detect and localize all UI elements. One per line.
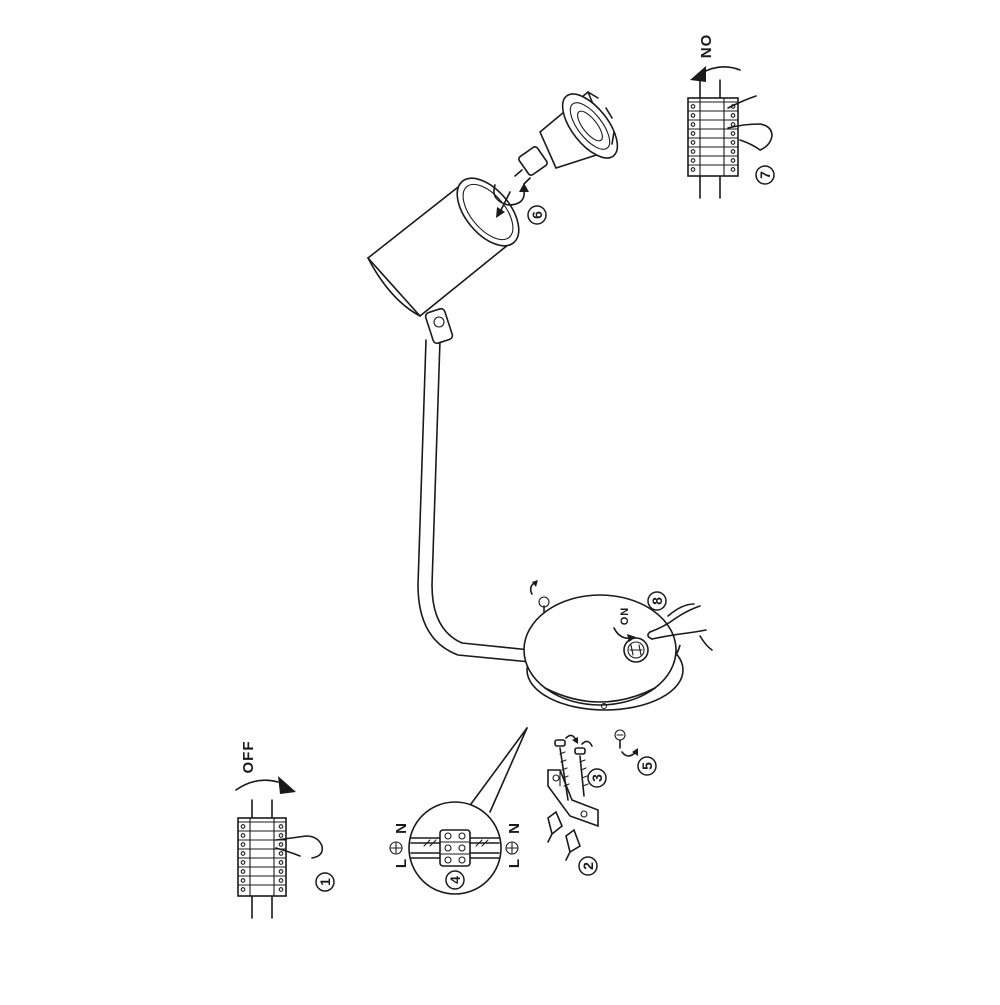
breaker-screw bbox=[690, 122, 696, 127]
step-2-number: 2 bbox=[580, 862, 596, 870]
breaker-screw bbox=[730, 158, 736, 163]
terminal-block-detail bbox=[408, 801, 502, 895]
switch-on-arrow-icon bbox=[613, 627, 636, 642]
breaker-screw bbox=[278, 878, 284, 883]
hand-pressing-icon bbox=[647, 603, 713, 651]
breaker-screw bbox=[240, 860, 246, 865]
step-8-number: 8 bbox=[649, 597, 665, 605]
breaker-screw bbox=[690, 167, 696, 172]
step-7-number: 7 bbox=[757, 171, 773, 179]
earth-ground-icon-right bbox=[505, 841, 519, 855]
breaker-screw bbox=[278, 851, 284, 856]
rotate-arrow-icon bbox=[493, 183, 529, 218]
earth-ground-icon bbox=[389, 841, 403, 855]
step-2: 2 bbox=[578, 856, 598, 876]
switch-on-label: ON bbox=[619, 607, 631, 626]
breaker-panel-icon bbox=[237, 799, 324, 919]
shade-joint bbox=[424, 307, 454, 345]
breaker-screw bbox=[278, 869, 284, 874]
step-1-number: 1 bbox=[317, 878, 333, 886]
breaker-screw bbox=[240, 878, 246, 883]
callout-pointer bbox=[467, 727, 528, 813]
wall-plug-icon bbox=[547, 810, 581, 861]
cap-screw-icon bbox=[529, 580, 550, 613]
breaker-screw bbox=[240, 833, 246, 838]
breaker-screw bbox=[240, 887, 246, 892]
breaker-panel-on-icon bbox=[687, 79, 773, 199]
live-label-left: L bbox=[393, 858, 410, 868]
breaker-screw bbox=[278, 860, 284, 865]
wall-base-plate bbox=[523, 594, 684, 711]
breaker-screw bbox=[730, 140, 736, 145]
breaker-screw bbox=[690, 131, 696, 136]
step-1: 1 bbox=[315, 872, 335, 892]
step-5: 5 bbox=[637, 756, 657, 776]
neutral-label-right: N bbox=[506, 822, 523, 834]
breaker-screw bbox=[690, 113, 696, 118]
off-arrow-icon bbox=[235, 776, 296, 794]
step-4: 4 bbox=[445, 870, 465, 890]
breaker-screw bbox=[240, 824, 246, 829]
breaker-screw bbox=[730, 167, 736, 172]
step-3-number: 3 bbox=[589, 774, 605, 782]
breaker-screw bbox=[730, 131, 736, 136]
breaker-screw bbox=[240, 851, 246, 856]
lamp-shade bbox=[366, 177, 520, 318]
breaker-screw bbox=[278, 842, 284, 847]
breaker-screw bbox=[690, 140, 696, 145]
breaker-screw bbox=[278, 833, 284, 838]
breaker-screw bbox=[240, 869, 246, 874]
live-label-right: L bbox=[506, 858, 523, 868]
step-7: 7 bbox=[755, 165, 775, 185]
breaker-on-label: ON bbox=[697, 35, 714, 60]
lamp-arm bbox=[417, 339, 531, 663]
screw-icon bbox=[554, 734, 593, 801]
breaker-screw bbox=[278, 824, 284, 829]
on-arrow-icon bbox=[690, 66, 741, 82]
neutral-label-left: N bbox=[393, 822, 410, 834]
breaker-screw bbox=[730, 149, 736, 154]
fixing-screw-icon bbox=[614, 729, 638, 757]
breaker-screw bbox=[278, 887, 284, 892]
gu10-bulb-icon bbox=[514, 90, 619, 185]
breaker-screw bbox=[690, 149, 696, 154]
breaker-off-label: OFF bbox=[240, 741, 257, 774]
step-5-number: 5 bbox=[639, 762, 655, 770]
breaker-screw bbox=[690, 104, 696, 109]
breaker-screw bbox=[690, 158, 696, 163]
rocker-switch bbox=[623, 637, 649, 663]
breaker-screw bbox=[240, 842, 246, 847]
step-6: 6 bbox=[527, 205, 547, 225]
step-3: 3 bbox=[587, 768, 607, 788]
mounting-bracket bbox=[547, 769, 599, 828]
breaker-screw bbox=[730, 113, 736, 118]
step-4-number: 4 bbox=[447, 876, 463, 884]
step-6-number: 6 bbox=[529, 211, 545, 219]
step-8: 8 bbox=[647, 591, 667, 611]
